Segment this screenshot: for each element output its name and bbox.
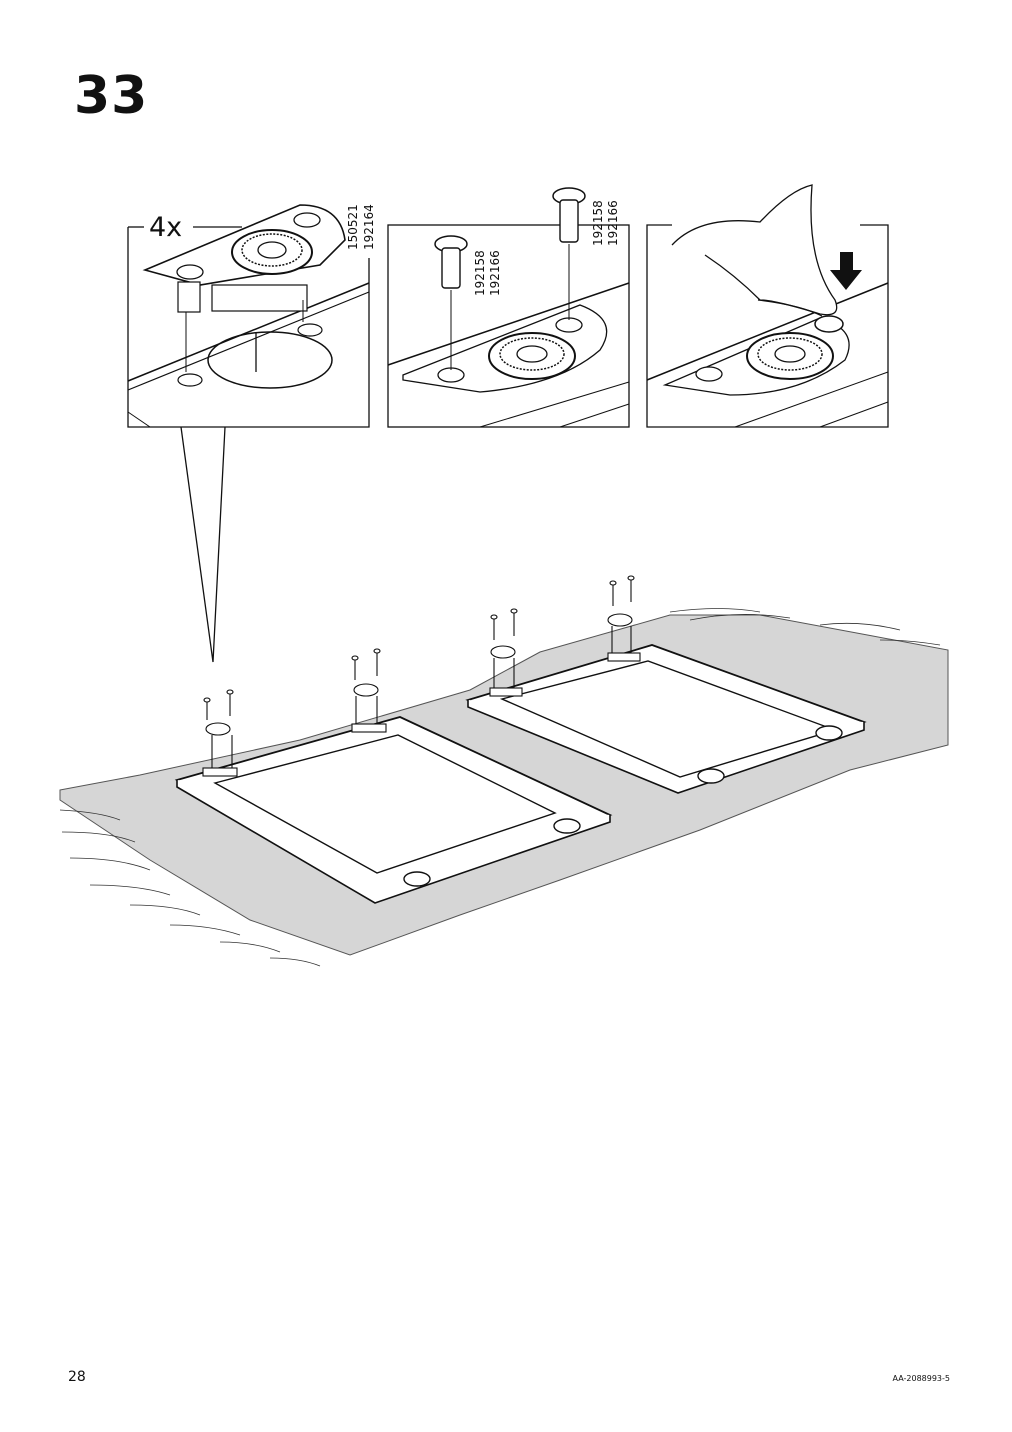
part-number-6: 192166 (606, 200, 620, 246)
detail-panel-3 (646, 184, 889, 428)
page-number: 28 (68, 1369, 86, 1385)
part-number-2: 192164 (362, 204, 376, 250)
document-code: AA-2088993-5 (892, 1374, 950, 1383)
frame-right (465, 575, 867, 794)
frame-left (174, 648, 613, 904)
part-number-4: 192166 (488, 250, 502, 296)
quantity-label: 4x (149, 212, 182, 243)
part-number-5: 192158 (591, 200, 605, 246)
step-number: 33 (74, 66, 149, 126)
detail-panel-2 (387, 187, 630, 428)
detail-panel-1 (127, 204, 370, 663)
part-number-1: 150521 (346, 204, 360, 250)
press-down-arrow-icon (830, 252, 862, 290)
part-number-3: 192158 (473, 250, 487, 296)
